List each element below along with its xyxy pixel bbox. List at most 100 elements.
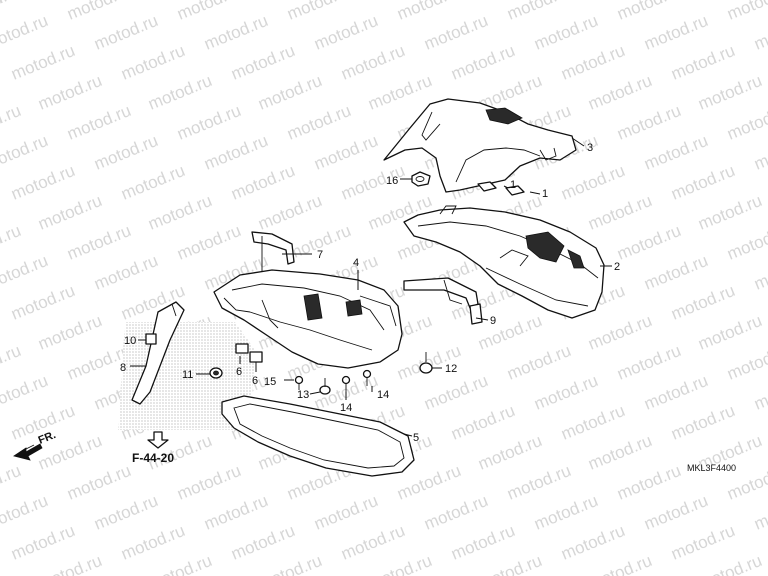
watermark-text: motod.ru bbox=[558, 521, 627, 564]
callout-6: 6 bbox=[236, 366, 242, 378]
watermark-text: motod.ru bbox=[8, 161, 77, 204]
watermark-text: motod.ru bbox=[0, 491, 51, 534]
part-2-inner-panel bbox=[403, 205, 605, 319]
watermark-text: motod.ru bbox=[311, 491, 380, 534]
watermark-text: motod.ru bbox=[0, 341, 24, 384]
callout-15: 15 bbox=[264, 376, 276, 388]
part-14-screw-b bbox=[362, 369, 372, 386]
watermark-text: motod.ru bbox=[585, 551, 654, 576]
watermark-text: motod.ru bbox=[394, 0, 463, 24]
watermark-text: motod.ru bbox=[8, 281, 77, 324]
watermark-text: motod.ru bbox=[421, 491, 490, 534]
part-7-stay bbox=[251, 231, 295, 272]
watermark-text: motod.ru bbox=[35, 551, 104, 576]
diagram-code: MKL3F4400 bbox=[687, 463, 736, 473]
watermark-text: motod.ru bbox=[174, 101, 243, 144]
watermark-text: motod.ru bbox=[695, 191, 764, 234]
part-8-side-bracket bbox=[131, 301, 185, 405]
watermark-text: motod.ru bbox=[145, 191, 214, 234]
callout-10: 10 bbox=[124, 335, 136, 347]
watermark-text: motod.ru bbox=[91, 251, 160, 294]
watermark-text: motod.ru bbox=[751, 251, 768, 294]
watermark-text: motod.ru bbox=[201, 131, 270, 174]
watermark-text: motod.ru bbox=[35, 71, 104, 114]
callout-9: 9 bbox=[490, 315, 496, 327]
watermark-text: motod.ru bbox=[228, 161, 297, 204]
watermark-text: motod.ru bbox=[614, 221, 683, 264]
part-3-upper-cover bbox=[383, 98, 577, 193]
callout-2: 2 bbox=[614, 261, 620, 273]
watermark-text: motod.ru bbox=[585, 191, 654, 234]
watermark-text: motod.ru bbox=[531, 491, 600, 534]
callout-3: 3 bbox=[587, 142, 593, 154]
watermark-text: motod.ru bbox=[338, 41, 407, 84]
watermark-text: motod.ru bbox=[504, 341, 573, 384]
watermark-text: motod.ru bbox=[145, 71, 214, 114]
watermark-text: motod.ru bbox=[668, 401, 737, 444]
watermark-text: motod.ru bbox=[504, 0, 573, 24]
watermark-text: motod.ru bbox=[695, 71, 764, 114]
watermark-text: motod.ru bbox=[475, 311, 544, 354]
watermark-text: motod.ru bbox=[255, 71, 324, 114]
callout-4: 4 bbox=[353, 257, 359, 269]
callout-11: 11 bbox=[182, 369, 193, 381]
callout-14: 14 bbox=[340, 402, 352, 414]
watermark-text: motod.ru bbox=[0, 461, 24, 504]
watermark-text: motod.ru bbox=[751, 491, 768, 534]
callout-5: 5 bbox=[413, 432, 419, 444]
callout-14: 14 bbox=[377, 389, 389, 401]
watermark-text: motod.ru bbox=[668, 281, 737, 324]
watermark-text: motod.ru bbox=[118, 521, 187, 564]
watermark-text: motod.ru bbox=[585, 71, 654, 114]
watermark-text: motod.ru bbox=[174, 461, 243, 504]
watermark-text: motod.ru bbox=[365, 71, 434, 114]
watermark-text: motod.ru bbox=[91, 11, 160, 54]
watermark-text: motod.ru bbox=[614, 101, 683, 144]
front-direction-arrow bbox=[13, 443, 43, 461]
watermark-text: motod.ru bbox=[284, 0, 353, 24]
watermark-text: motod.ru bbox=[751, 371, 768, 414]
watermark-text: motod.ru bbox=[201, 11, 270, 54]
part-16-grommet bbox=[411, 171, 431, 187]
watermark-text: motod.ru bbox=[0, 11, 51, 54]
watermark-text: motod.ru bbox=[255, 191, 324, 234]
watermark-text: motod.ru bbox=[641, 131, 710, 174]
watermark-text: motod.ru bbox=[724, 101, 768, 144]
watermark-text: motod.ru bbox=[0, 221, 24, 264]
part-13-screw bbox=[319, 378, 331, 395]
callout-1: 1 bbox=[510, 179, 516, 191]
watermark-text: motod.ru bbox=[641, 491, 710, 534]
watermark-text: motod.ru bbox=[641, 11, 710, 54]
watermark-text: motod.ru bbox=[558, 401, 627, 444]
reference-label: F-44-20 bbox=[132, 451, 174, 465]
part-10-clip bbox=[145, 333, 157, 345]
callout-7: 7 bbox=[317, 249, 323, 261]
watermark-text: motod.ru bbox=[614, 461, 683, 504]
watermark-text: motod.ru bbox=[174, 0, 243, 24]
part-4-meter-housing bbox=[213, 269, 403, 369]
watermark-text: motod.ru bbox=[228, 41, 297, 84]
callout-13: 13 bbox=[297, 389, 309, 401]
watermark-text: motod.ru bbox=[64, 221, 133, 264]
watermark-text: motod.ru bbox=[668, 161, 737, 204]
part-11-grommet bbox=[209, 367, 223, 379]
watermark-text: motod.ru bbox=[0, 131, 51, 174]
callout-8: 8 bbox=[120, 362, 126, 374]
watermark-text: motod.ru bbox=[558, 161, 627, 204]
callout-6: 6 bbox=[252, 375, 258, 387]
watermark-text: motod.ru bbox=[8, 41, 77, 84]
watermark-text: motod.ru bbox=[64, 101, 133, 144]
watermark-text: motod.ru bbox=[695, 551, 764, 576]
watermark-text: motod.ru bbox=[64, 461, 133, 504]
watermark-text: motod.ru bbox=[91, 131, 160, 174]
watermark-text: motod.ru bbox=[8, 521, 77, 564]
watermark-text: motod.ru bbox=[311, 131, 380, 174]
watermark-text: motod.ru bbox=[91, 491, 160, 534]
callout-12: 12 bbox=[445, 363, 457, 375]
watermark-text: motod.ru bbox=[641, 371, 710, 414]
callout-1: 1 bbox=[542, 188, 548, 200]
part-1-clip-a bbox=[477, 181, 497, 192]
watermark-text: motod.ru bbox=[421, 11, 490, 54]
